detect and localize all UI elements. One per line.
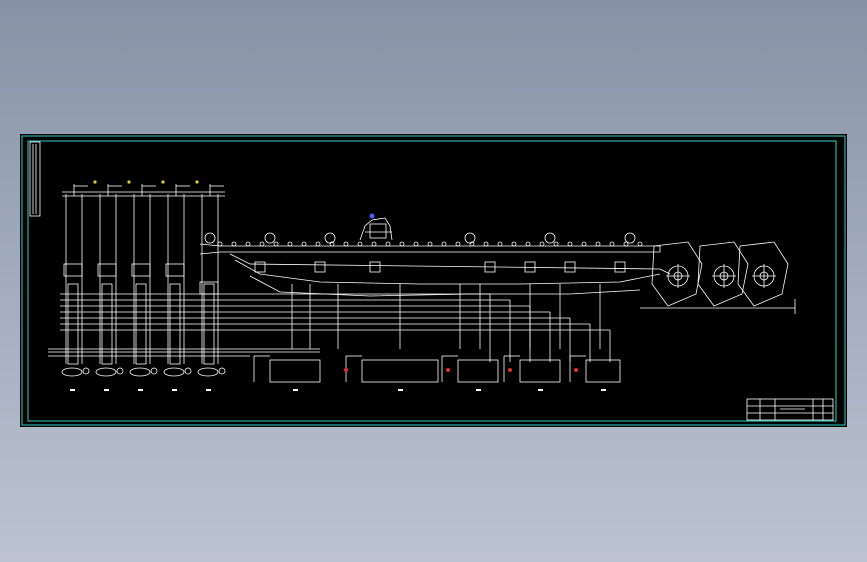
tank-4 [503,355,561,391]
marker-blue [369,213,375,219]
unit-group-3 [129,184,158,391]
tank-2 [345,355,439,391]
left-margin-strip [29,141,41,217]
tank-3 [441,355,499,391]
drawing-canvas[interactable] [20,134,847,427]
drawing-sheet[interactable] [20,134,847,427]
unit-group-4 [163,184,192,391]
title-block[interactable] [746,398,834,421]
drum-group-3 [737,241,789,307]
outer-frame [21,135,846,426]
drum-group-2 [697,241,749,307]
process-schematic [48,180,796,391]
unit-group-1 [61,184,90,391]
unit-group-5 [197,184,226,391]
inner-frame [27,140,837,422]
tank-5 [569,355,621,391]
tank-1 [253,355,321,391]
unit-group-2 [95,184,124,391]
drum-group-1 [651,241,703,307]
